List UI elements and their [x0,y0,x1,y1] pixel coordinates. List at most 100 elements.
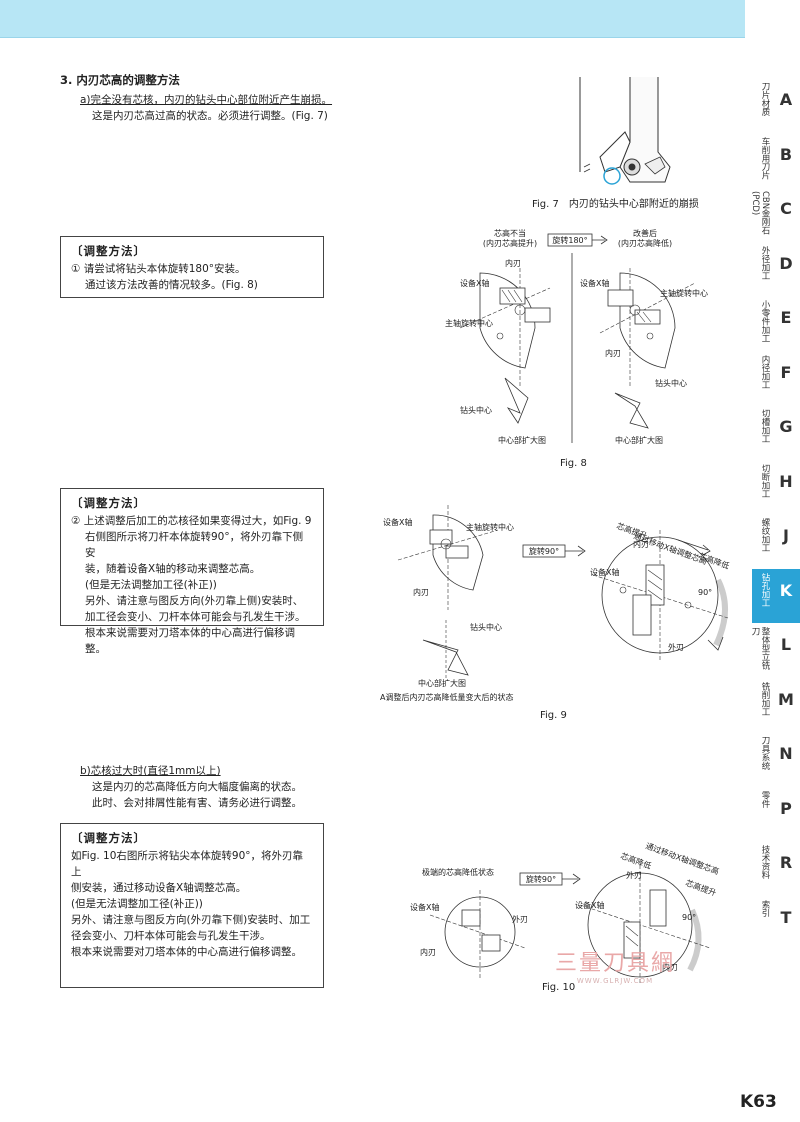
fig9-left-zoom: 中心部扩大图 [418,678,466,688]
fig9-caption: Fig. 9 [540,710,567,721]
sidebar-tab-label: 刀片材质 [760,82,770,116]
fig8-left-xaxis: 设备X轴 [460,278,489,288]
fig8-right-tip: 钻头中心 [655,378,687,388]
fig10-left-inner: 内刃 [420,947,436,957]
box2-line-0: ② 上述调整后加工的芯核径如果变得过大，如Fig. 9 [71,515,312,527]
box3-line-1: 侧安装，通过移动设备X轴调整芯高。 [71,882,247,894]
fig9-left-xaxis: 设备X轴 [383,517,412,527]
fig10-illustration: 极端的芯高降低状态 旋转90° 设备X轴 外刃 内刃 通过移动X轴调整芯高 芯高… [400,830,730,990]
sidebar-tab-letter: G [779,417,793,436]
box2-title: 〔调整方法〕 [71,496,146,510]
sidebar-tab-letter: H [779,471,793,491]
sidebar-tab-label: 切槽加工 [760,409,770,443]
sidebar-tab-n[interactable]: 刀具系统 N [752,732,800,787]
box3-line-0: 如Fig. 10右图所示将钻尖本体旋转90°，将外刃靠上 [71,850,304,878]
sidebar-tab-letter: E [780,308,792,327]
fig8-right-spindle: 主轴旋转中心 [660,288,708,298]
header-gap [745,0,800,38]
sidebar-tab-letter: F [780,362,792,382]
fig10-arrow-label: 旋转90° [526,874,556,884]
sidebar-tab-m[interactable]: 铣削加工 M [752,678,800,733]
box3-line-5: 根本来说需要对刀塔本体的中心高进行偏移调整。 [71,946,302,958]
sidebar-tab-f[interactable]: 内径加工 F [752,351,800,406]
fig8-right-zoom: 中心部扩大图 [615,435,663,445]
box3-line-4: 径会变小、刀杆本体可能会与孔发生干涉。 [71,930,271,942]
fig9-left-tip: 钻头中心 [470,622,502,632]
watermark-sub: WWW.GLRJW.COM [576,977,654,985]
fig9-arrow-label: 旋转90° [529,546,559,556]
case-b-desc2: 此时、会对排屑性能有害、请务必进行调整。 [92,797,302,809]
sidebar-tab-label: 技术资料 [760,845,770,879]
sidebar-tab-letter: T [780,907,792,927]
fig7-illustration [570,72,740,192]
sidebar-tab-letter: P [780,798,792,818]
fig8-illustration: 芯高不当 (内刃芯高提升) 旋转180° 改善后 (内刃芯高降低) 内刃 设备X… [420,228,720,453]
sidebar-tab-label: 刀具系统 [760,736,770,770]
box2-line-2: 装，随着设备X轴的移动来调整芯高。 [85,563,261,575]
sidebar-tab-letter: D [779,253,793,273]
fig10-right-outer: 外刃 [626,870,642,880]
section-title: 3. 内刃芯高的调整方法 [60,73,180,87]
box3-title: 〔调整方法〕 [71,831,146,845]
fig8-left-title: 芯高不当 [494,228,526,238]
case-a-desc: 这是内刃芯高过高的状态。必须进行调整。(Fig. 7) [92,110,328,122]
watermark: 三量刀具網 WWW.GLRJW.COM [540,945,690,985]
fig8-right-inner: 内刃 [605,348,621,358]
sidebar-tab-label: 外径加工 [760,245,770,280]
fig10-raise: 芯高提升 [684,877,717,897]
page-number: K63 [740,1092,777,1112]
box2-line-6: 根本来说需要对刀塔本体的中心高进行偏移调整。 [85,627,295,655]
fig10-adjust: 通过移动X轴调整芯高 [644,840,720,876]
adjust-method-box-1: 〔调整方法〕 ① 请尝试将钻头本体旋转180°安装。 通过该方法改善的情况较多。… [60,236,324,298]
fig8-right-sub: (内刃芯高降低) [618,238,672,248]
sidebar-tab-label: 钻孔加工 [760,572,770,607]
sidebar-tab-label: 螺纹加工 [760,518,770,552]
sidebar-tab-label: 切断加工 [760,463,770,498]
box1-title: 〔调整方法〕 [71,244,146,258]
fig7-caption: Fig. 7 内刃的钻头中心部附近的崩损 [532,199,699,210]
sidebar-tab-a[interactable]: 刀片材质 A [752,78,800,133]
sidebar-tab-letter: B [779,144,793,164]
case-b-label: b)芯核过大时(直径1mm以上) [80,763,221,779]
sidebar-tab-letter: M [778,689,794,709]
sidebar-tab-label: 整体型立铣刀 [750,627,770,670]
sidebar-tab-t[interactable]: 索引 T [752,896,800,951]
sidebar-tab-letter: J [783,526,789,545]
header-bar [0,0,745,38]
sidebar-tab-c[interactable]: CBN金刚石(PCD)C [750,187,800,242]
box2-line-1: 右侧图所示将刀杆本体旋转90°，将外刃靠下侧安 [85,531,304,559]
box3-line-2: (但是无法调整加工径(补正)) [71,898,203,910]
case-a-label: a)完全没有芯核，内刃的钻头中心部位附近产生崩损。 [80,94,333,106]
fig9-left-spindle: 主轴旋转中心 [466,522,514,532]
fig8-right-xaxis: 设备X轴 [580,278,609,288]
sidebar-tab-h[interactable]: 切断加工 H [752,460,800,515]
fig10-right-xaxis: 设备X轴 [575,900,604,910]
sidebar-tab-l[interactable]: 整体型立铣刀 L [750,623,800,678]
sidebar-tab-letter: L [780,635,792,654]
fig10-angle: 90° [682,913,696,922]
case-b-label-text: b)芯核过大时(直径1mm以上) [80,765,221,777]
box2-line-4: 另外、请注意与图反方向(外刃靠上侧)安装时、 [85,595,304,607]
sidebar-tab-label: 内径加工 [760,354,770,389]
fig8-right-title: 改善后 [633,228,657,238]
fig8-left-sub: (内刃芯高提升) [483,238,537,248]
fig8-arrow-label: 旋转180° [552,235,587,245]
sidebar-tab-label: 索引 [760,899,770,917]
fig8-left-inner: 内刃 [505,258,521,268]
sidebar-tab-letter: N [779,744,793,763]
sidebar-tab-j[interactable]: 螺纹加工 J [752,514,800,569]
sidebar-tab-letter: A [779,90,793,109]
sidebar-tab-d[interactable]: 外径加工 D [752,242,800,297]
fig10-state: 极端的芯高降低状态 [422,867,494,877]
fig8-caption: Fig. 8 [560,458,587,469]
sidebar-tab-g[interactable]: 切槽加工 G [752,405,800,460]
sidebar-tab-label: CBN金刚石(PCD) [750,191,770,235]
box3-line-3: 另外、请注意与图反方向(外刃靠下侧)安装时、加工 [71,914,311,926]
box2-line-3: (但是无法调整加工径(补正)) [85,579,217,591]
sidebar-tab-label: 铣削加工 [760,681,770,716]
